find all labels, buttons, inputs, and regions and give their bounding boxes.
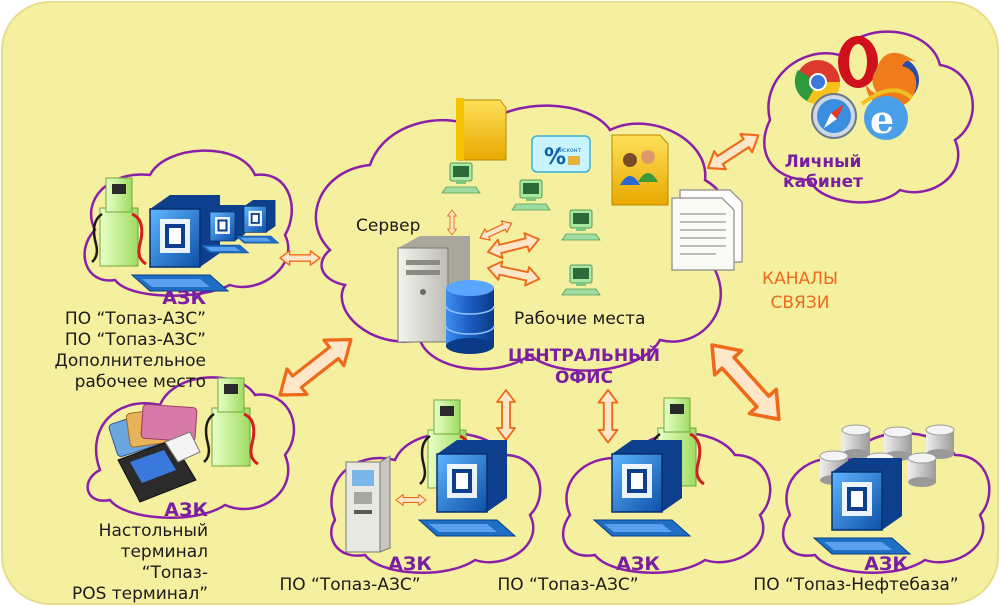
workplaces-label: Рабочие места (514, 309, 646, 329)
pos-terminal-icon (117, 431, 201, 503)
discount-card-text: дисконт (555, 147, 582, 154)
station-line: Настольный (98, 521, 208, 541)
station-line: терминал (120, 542, 208, 562)
station-bottom-2-label: АЗК ПО “Топаз-АЗС” (468, 554, 668, 596)
personal-account-line1: Личный (784, 152, 862, 172)
document-icon (671, 189, 743, 271)
station-title: АЗК (388, 553, 432, 575)
svg-text:%: % (544, 145, 566, 170)
personal-account-label: Личный кабинет (762, 152, 884, 192)
server-label: Сервер (356, 216, 421, 236)
station-bottom-1-label: АЗК ПО “Топаз-АЗС” (250, 554, 450, 596)
opera-icon (838, 36, 878, 88)
station-line: “Топаз- (141, 563, 208, 583)
svg-text:e: e (870, 97, 894, 142)
channels-label-line1: КАНАЛЫ (762, 269, 838, 289)
personal-account-line2: кабинет (783, 172, 863, 192)
channels-label-line2: СВЯЗИ (770, 293, 830, 313)
station-left-bottom-label: АЗК Настольный терминал “Топаз- POS терм… (4, 500, 208, 605)
station-line: рабочее место (74, 372, 206, 392)
central-office-title-line2: ОФИС (554, 368, 613, 388)
database-icon (445, 280, 495, 354)
station-title: АЗК (162, 287, 206, 309)
station-line: ПО “Топаз-Нефтебаза” (753, 575, 959, 595)
station-cloud-left-top (83, 149, 293, 297)
channels-label: КАНАЛЫ СВЯЗИ (750, 267, 850, 315)
station-line: POS терминал” (71, 584, 208, 604)
station-bottom-3-label: АЗК ПО “Топаз-Нефтебаза” (722, 554, 990, 596)
ie-icon: e (860, 88, 914, 142)
folder-icon (456, 98, 507, 161)
bank-cards-icon (108, 403, 198, 457)
station-cloud-bottom-1 (330, 431, 542, 574)
station-line: Дополнительное (54, 351, 206, 371)
station-line: ПО “Топаз-АЗС” (64, 309, 206, 329)
station-line: ПО “Топаз-АЗС” (497, 575, 639, 595)
payment-kiosk-icon (345, 455, 391, 553)
station-line: ПО “Топаз-АЗС” (279, 575, 421, 595)
server-icon (397, 236, 470, 343)
station-title: АЗК (164, 499, 208, 521)
discount-card-icon: % (531, 135, 591, 173)
safari-icon (811, 93, 857, 139)
station-line: ПО “Топаз-АЗС” (64, 330, 206, 350)
station-title: АЗК (864, 553, 908, 575)
station-title: АЗК (616, 553, 660, 575)
station-left-top-label: АЗК ПО “Топаз-АЗС” ПО “Топаз-АЗС” Дополн… (4, 288, 206, 393)
central-office-title-line1: ЦЕНТРАЛЬНЫЙ (508, 346, 660, 366)
central-office-title: ЦЕНТРАЛЬНЫЙ ОФИС (500, 345, 668, 389)
users-folder-icon (611, 134, 669, 206)
